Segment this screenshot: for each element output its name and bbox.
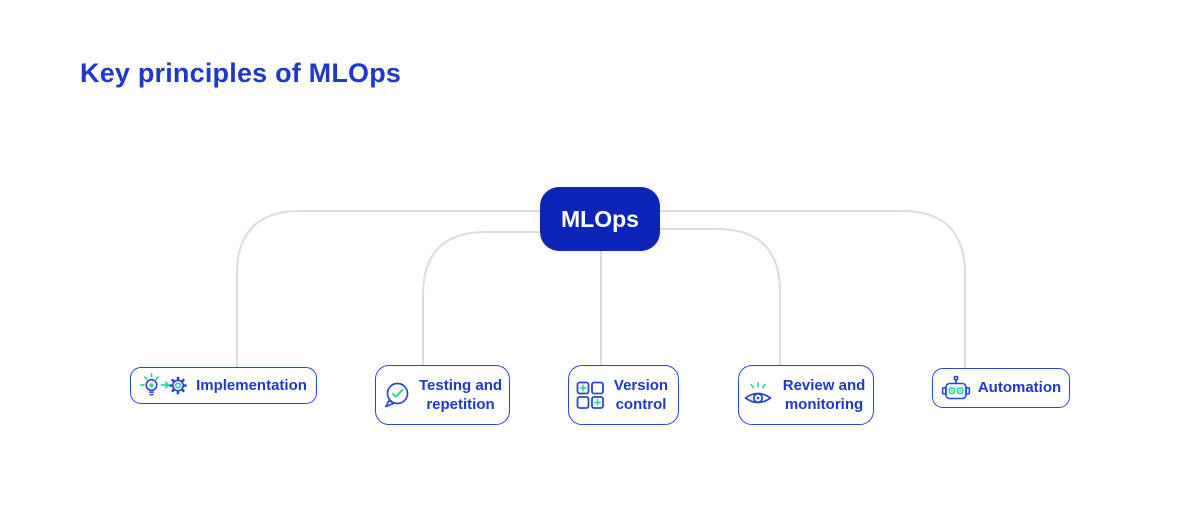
- node-label: Automation: [977, 379, 1062, 397]
- node-label: Version control: [613, 376, 669, 414]
- node-implementation: Implementation: [130, 367, 317, 404]
- connector-automation: [660, 210, 966, 368]
- connector-testing: [422, 231, 540, 365]
- lightbulb-to-gear-icon: [140, 372, 188, 399]
- node-label: Testing and repetition: [418, 376, 503, 414]
- node-testing-repetition: Testing and repetition: [375, 365, 510, 425]
- node-version-control: Version control: [568, 365, 679, 425]
- connector-review: [660, 228, 781, 365]
- robot-icon: [941, 374, 971, 402]
- window-grid-plus-icon: [576, 381, 604, 409]
- node-review-monitoring: Review and monitoring: [738, 365, 874, 425]
- node-label: Implementation: [196, 376, 307, 394]
- node-label: Review and monitoring: [782, 376, 866, 414]
- connector-implementation: [236, 210, 540, 367]
- root-node-label: MLOps: [561, 205, 639, 232]
- node-mlops-root: MLOps: [540, 187, 660, 251]
- page-title: Key principles of MLOps: [80, 58, 402, 88]
- node-automation: Automation: [932, 368, 1070, 408]
- eye-rays-icon: [743, 381, 773, 409]
- speech-bubble-check-icon: [382, 380, 412, 410]
